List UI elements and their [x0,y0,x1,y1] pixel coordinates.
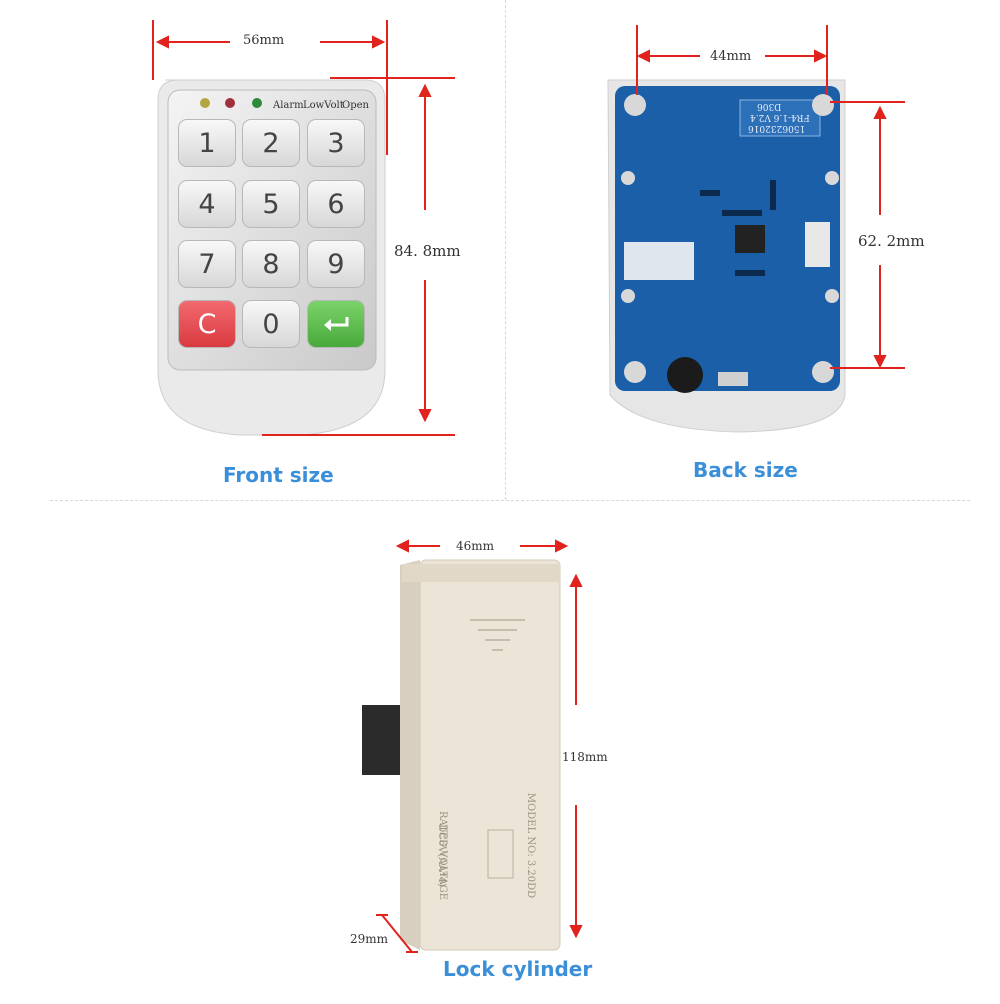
keypad-key-0: 0 [242,300,300,348]
lock-height-label: 118mm [562,750,608,764]
keypad-key-enter [307,300,365,348]
back-circuit-board-image [607,79,846,433]
front-height-label: 84. 8mm [394,242,461,260]
keypad-key-7: 7 [178,240,236,288]
keypad-key-clear: C [178,300,236,348]
back-size-caption: Back size [675,452,816,488]
indicator-label-lowvolt: LowVolt [303,100,344,111]
back-view: D306 FR4-1.6 V2.4 1506232016 44mm 62. 2m… [500,0,1000,500]
back-dimension-lines [636,25,905,369]
front-width-label: 56mm [243,33,285,48]
indicator-label-open: Open [342,100,369,111]
lock-depth-label: 29mm [350,932,389,946]
front-view: Alarm LowVolt Open 1 2 3 4 5 6 7 8 9 C 0… [0,0,500,500]
lock-cylinder-view: RATED VOLTAGE DC6V(AA*4) MODEL NO: 3.20D… [0,500,1000,1000]
keypad-key-1: 1 [178,119,236,167]
key-label: 2 [262,127,280,159]
key-label: C [197,308,217,340]
lock-dimension-lines [376,539,583,953]
key-label: 3 [327,127,345,159]
keypad-key-9: 9 [307,240,365,288]
back-height-label: 62. 2mm [858,232,925,250]
key-label: 0 [262,308,280,340]
lock-cylinder-image [362,559,561,951]
key-label: 8 [262,248,280,280]
section-divider-horizontal [50,500,970,501]
key-label: 1 [198,127,216,159]
key-label: 7 [198,248,216,280]
indicator-label-alarm: Alarm [273,100,304,111]
enter-arrow-icon [324,317,349,331]
back-width-label: 44mm [710,49,752,64]
key-label: 5 [262,188,280,220]
keypad-key-6: 6 [307,180,365,228]
key-label: 4 [198,188,216,220]
key-label: 6 [327,188,345,220]
front-dimension-lines [152,20,455,436]
keypad-key-5: 5 [242,180,300,228]
front-size-caption: Front size [205,457,352,493]
section-divider-vertical [505,0,506,500]
keypad-key-3: 3 [307,119,365,167]
keypad-key-8: 8 [242,240,300,288]
lock-cylinder-caption: Lock cylinder [425,951,611,987]
lock-width-label: 46mm [456,539,495,553]
keypad-key-2: 2 [242,119,300,167]
keypad-key-4: 4 [178,180,236,228]
key-label: 9 [327,248,345,280]
